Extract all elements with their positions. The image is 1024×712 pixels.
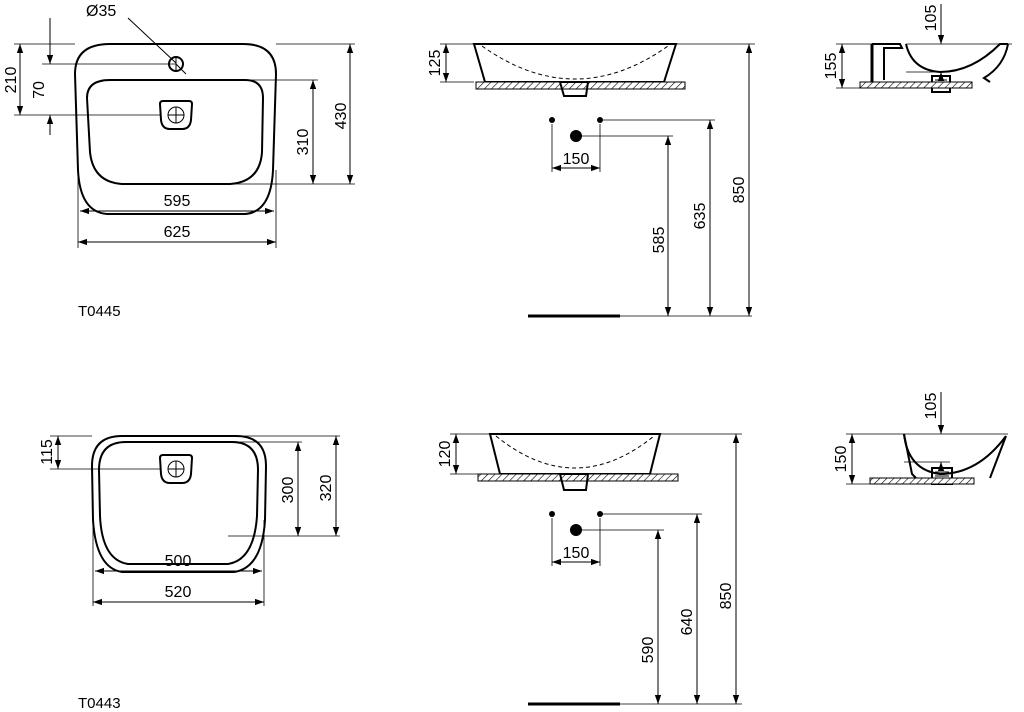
basin-bottom-plan-view: 115 300 320 500 520 T0443 <box>39 435 340 712</box>
dim-overall-width: 520 <box>165 584 192 601</box>
dim-drain-offset: 115 <box>39 439 56 465</box>
waste-outlet <box>570 130 582 142</box>
dim-overall-depth: 320 <box>318 475 335 502</box>
dim-side-height: 125 <box>427 50 444 77</box>
basin-top-plan-view: Ø35 210 70 310 430 595 625 T0445 <box>3 3 355 320</box>
basin-top-section-profile: 155 105 <box>823 4 1012 93</box>
dim-hole-diameter: Ø35 <box>86 3 116 20</box>
dim-bowl-depth: 300 <box>280 477 297 504</box>
dim-side-height: 120 <box>437 441 454 468</box>
dim-trap-spacing: 150 <box>563 151 590 168</box>
dim-profile-depth: 105 <box>923 393 940 420</box>
dim-bowl-depth: 310 <box>295 129 312 156</box>
dim-bowl-width: 500 <box>165 553 192 570</box>
model-code-bottom: T0443 <box>78 695 121 712</box>
dim-tap-offset: 210 <box>3 67 20 94</box>
dim-profile-height: 155 <box>823 53 840 80</box>
dim-total-height: 850 <box>731 177 748 204</box>
basin-bottom-section-profile: 150 105 <box>833 392 1008 485</box>
dim-profile-depth: 105 <box>923 5 940 32</box>
dim-tap-to-bowl: 70 <box>31 81 48 99</box>
dim-total-height: 850 <box>718 583 735 610</box>
model-code-top: T0445 <box>78 303 121 320</box>
dim-overall-width: 625 <box>164 224 191 241</box>
water-inlet-left <box>549 117 555 123</box>
basin-top-side-elevation: 125 150 585 635 850 <box>427 43 755 318</box>
dim-bowl-width: 595 <box>164 193 191 210</box>
dim-trap-spacing: 150 <box>563 545 590 562</box>
dim-overall-depth: 430 <box>333 103 350 130</box>
dim-profile-height: 150 <box>833 446 850 473</box>
basin-bottom-side-elevation: 120 150 590 640 850 <box>437 433 742 706</box>
water-inlet-left <box>549 511 555 517</box>
dim-trap-height-high: 635 <box>692 203 709 230</box>
drain-icon <box>158 100 194 130</box>
waste-outlet <box>570 524 582 536</box>
dim-trap-height-low: 590 <box>640 637 657 664</box>
drain-icon <box>158 454 194 484</box>
dim-trap-height-low: 585 <box>651 227 668 254</box>
dim-trap-height-high: 640 <box>679 609 696 636</box>
